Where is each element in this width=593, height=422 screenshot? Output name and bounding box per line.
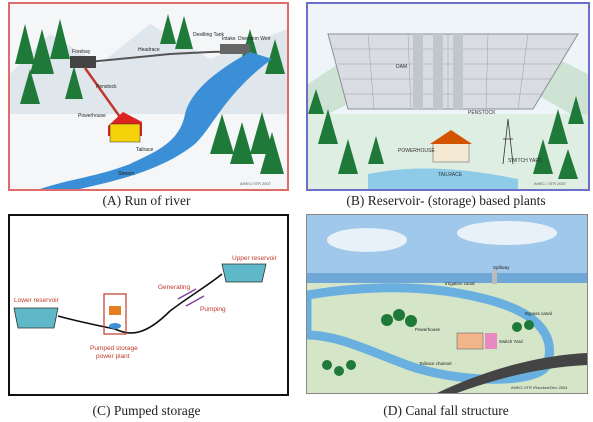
label-desilting-tank: Desilting Tank [193, 32, 225, 38]
label-intake: Intake [222, 36, 236, 42]
label-irrigation-canal: Irrigation canal [445, 281, 475, 286]
label-lower-reservoir: Lower reservoir [14, 297, 60, 304]
label-plant-line1: Pumped storage [90, 345, 138, 352]
label-stream: Stream [118, 171, 134, 177]
pumped-storage-diagram: Upper reservoir Lower reservoir Generati… [10, 216, 287, 394]
label-pumping: Pumping [200, 306, 226, 313]
label-tailrace-channel: Tailrace channel [419, 361, 452, 366]
label-switch-yard: SWITCH YARD [508, 158, 543, 164]
label-dam: DAM [396, 64, 407, 70]
label-switch-yard: Switch Yard [499, 339, 523, 344]
credit-text: AHEC / IITR 2007 [534, 181, 567, 186]
panel-reservoir-storage: DAM PENSTOCK POWERHOUSE TAILRACE SWITCH … [306, 2, 590, 191]
credit-text: AHEC/ IITR 2007 [240, 181, 272, 186]
label-tailrace: TAILRACE [438, 172, 463, 178]
label-penstock: PENSTOCK [468, 110, 496, 116]
panel-pumped-storage: Upper reservoir Lower reservoir Generati… [8, 214, 289, 396]
label-powerhouse: Powerhouse [78, 113, 106, 119]
label-spillway: Spillway [493, 265, 510, 270]
label-tailrace: Tailrace [136, 147, 153, 153]
label-diversion-weir: Diversion Weir [238, 36, 271, 42]
caption-reservoir: (B) Reservoir- (storage) based plants [346, 193, 546, 208]
label-penstock: Penstock [96, 84, 117, 90]
label-upper-reservoir: Upper reservoir [232, 255, 278, 262]
canal-fall-illustration: Irrigation canal Spillway Powerhouse Byp… [307, 215, 587, 393]
label-powerhouse: POWERHOUSE [398, 148, 435, 154]
run-of-river-illustration: Forebay Headrace Desilting Tank Intake D… [10, 4, 287, 189]
label-forebay: Forebay [72, 49, 91, 55]
caption-pumped-storage: (C) Pumped storage [92, 403, 201, 418]
panel-run-of-river: Forebay Headrace Desilting Tank Intake D… [8, 2, 289, 191]
label-powerhouse: Powerhouse [415, 327, 441, 332]
panel-canal-fall: Irrigation canal Spillway Powerhouse Byp… [306, 214, 588, 394]
caption-canal-fall: (D) Canal fall structure [383, 403, 509, 418]
label-generating: Generating [158, 284, 191, 291]
credit-text: AHEC/ IITR /Roorkee/Dec 2004 [511, 385, 568, 390]
label-headrace: Headrace [138, 47, 160, 53]
reservoir-illustration: DAM PENSTOCK POWERHOUSE TAILRACE SWITCH … [308, 4, 588, 189]
label-bypass-canal: Bypass canal [525, 311, 552, 316]
label-plant-line2: power plant [96, 353, 130, 360]
caption-run-of-river: (A) Run of river [102, 193, 191, 208]
